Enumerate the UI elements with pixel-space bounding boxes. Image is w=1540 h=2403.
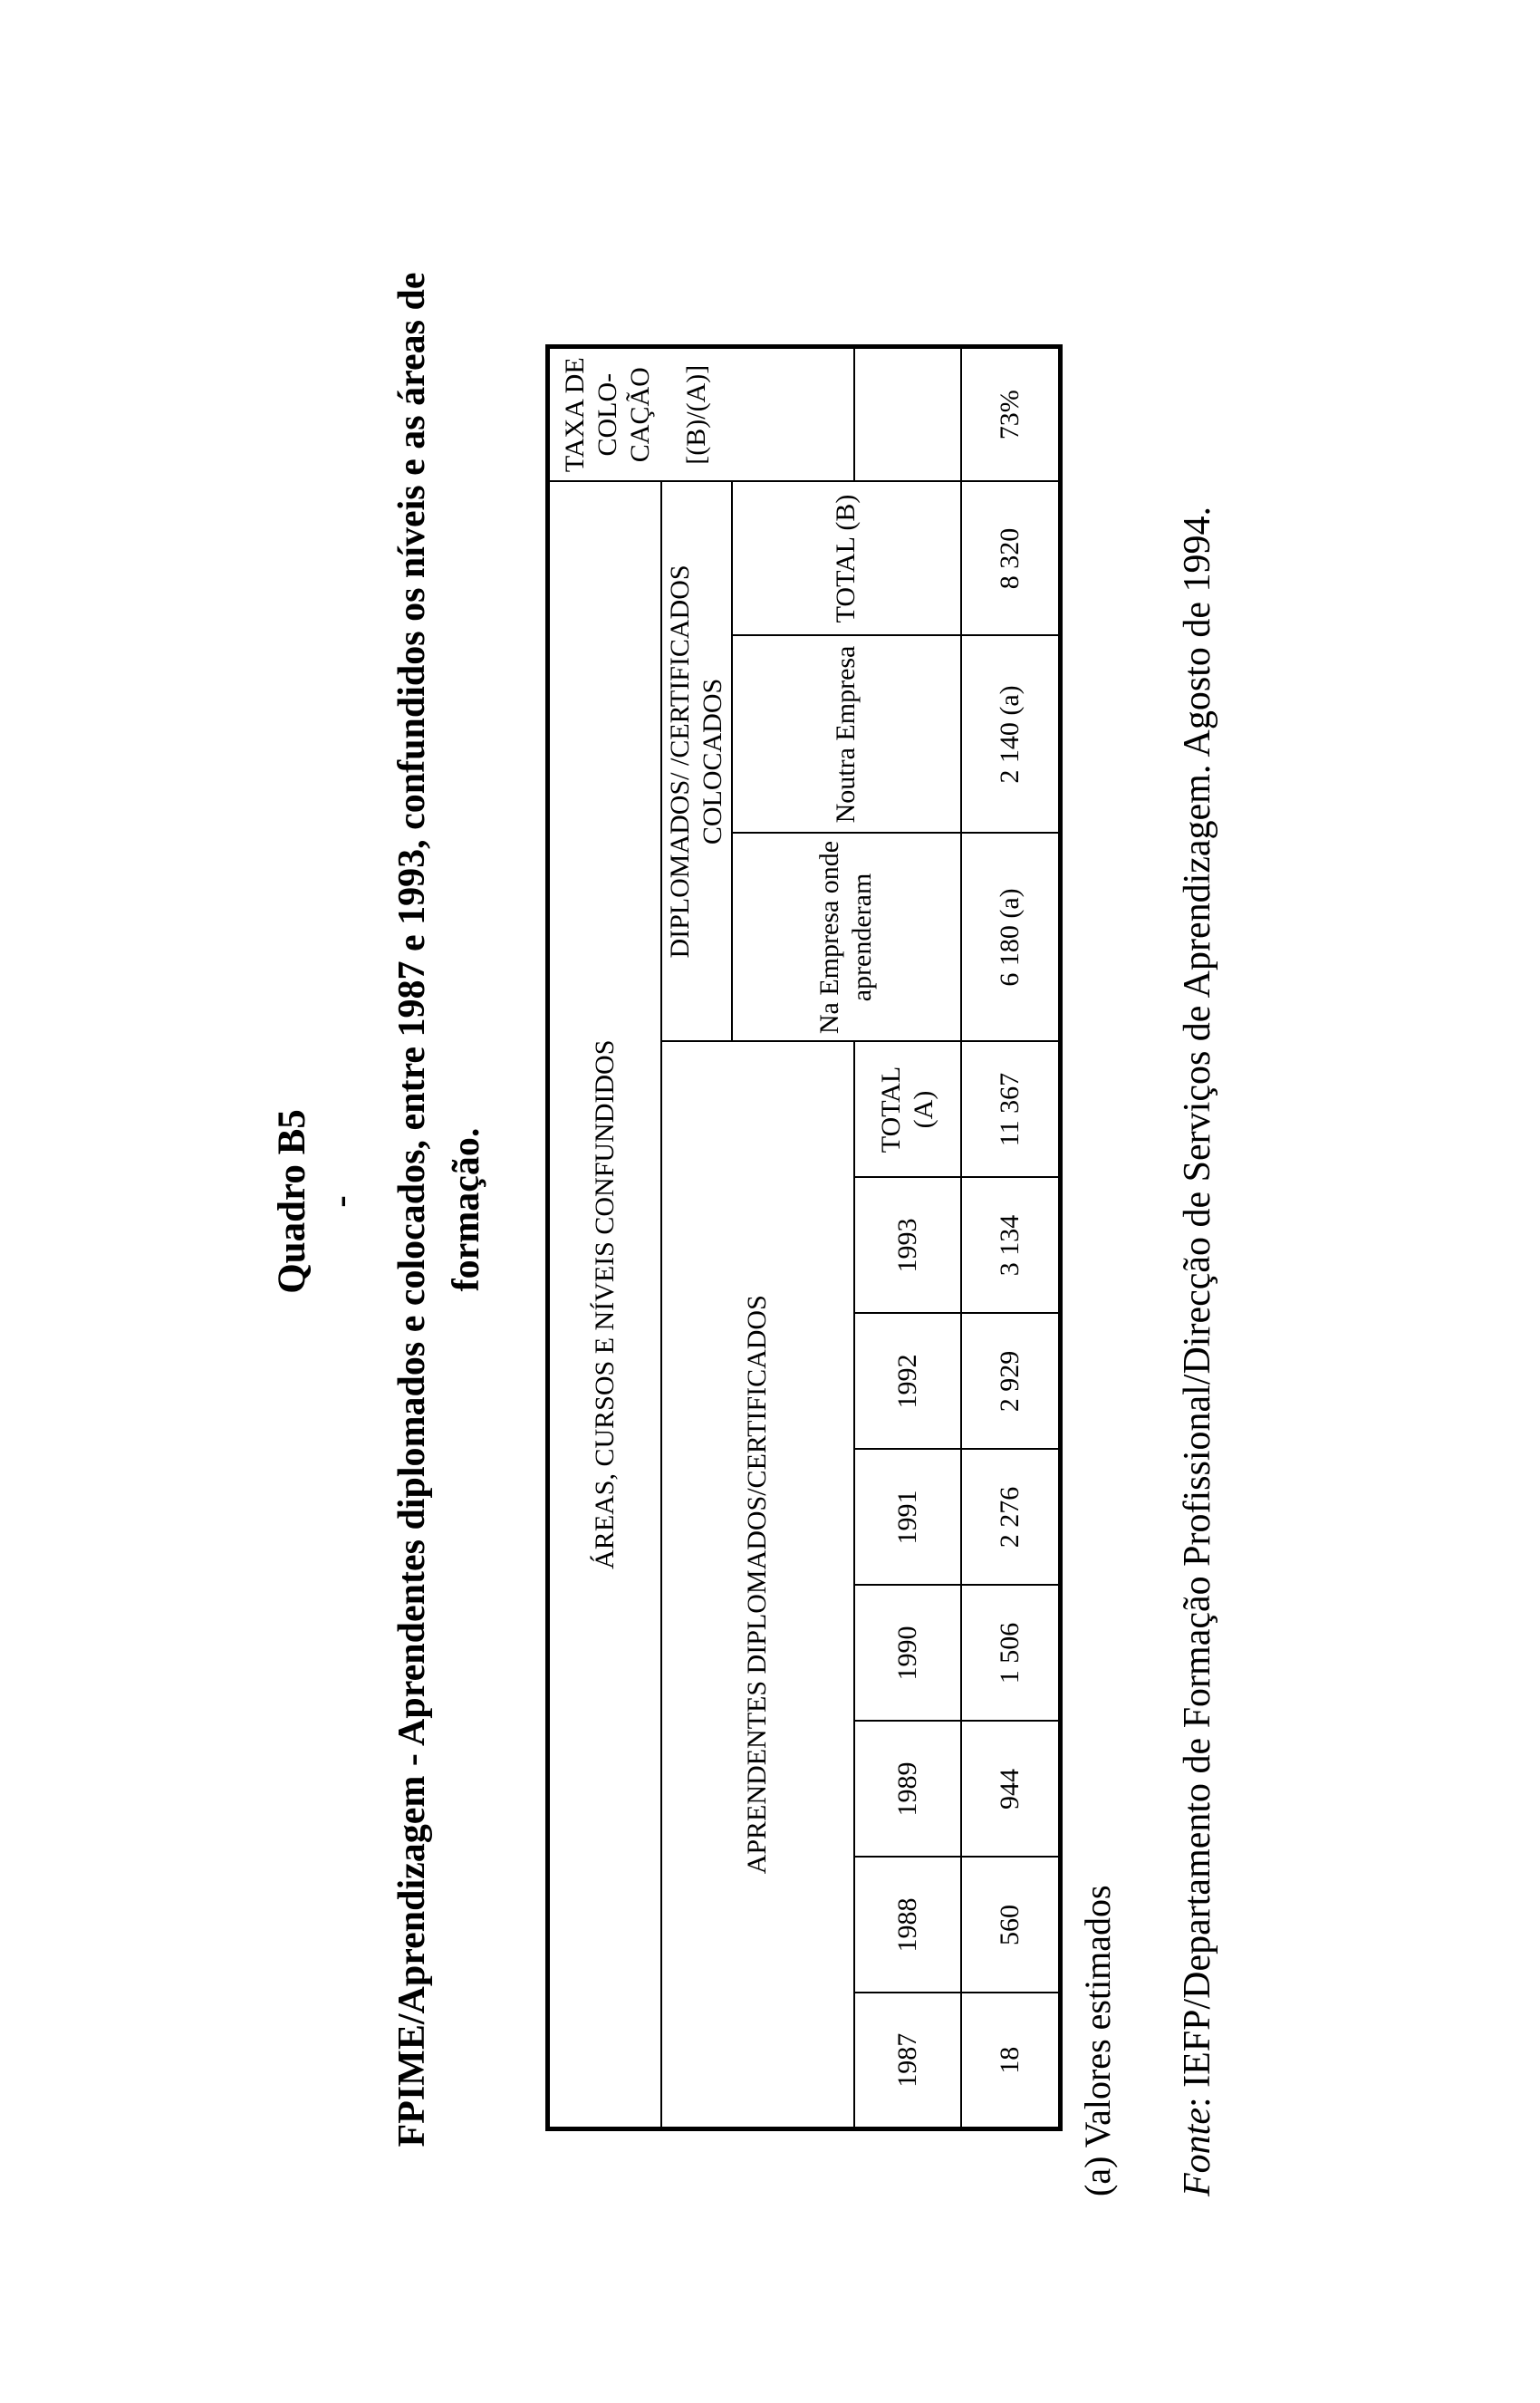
value-1993: 3 134 bbox=[960, 1177, 1061, 1314]
value-1991: 2 276 bbox=[960, 1449, 1061, 1586]
header-year-1993: 1993 bbox=[853, 1177, 961, 1314]
header-year-1988: 1988 bbox=[853, 1857, 961, 1993]
header-year-1992: 1992 bbox=[853, 1313, 961, 1450]
value-1989: 944 bbox=[960, 1721, 1061, 1858]
value-total-b: 8 320 bbox=[960, 481, 1061, 636]
placement-table: ÁREAS, CURSOS E NÍVEIS CONFUNDIDOS TAXA … bbox=[545, 343, 1063, 2131]
value-1992: 2 929 bbox=[960, 1313, 1061, 1450]
taxa-formula: [(B)/(A)] bbox=[681, 364, 711, 465]
source-text: : IEFP/Departamento de Formação Profissi… bbox=[1177, 506, 1218, 2109]
value-1988: 560 bbox=[960, 1857, 1061, 1993]
value-total-a: 11 367 bbox=[960, 1041, 1061, 1178]
footnote-estimated: (a) Valores estimados bbox=[1077, 1885, 1118, 2196]
value-noutra-empresa: 2 140 (a) bbox=[960, 635, 1061, 834]
value-1990: 1 506 bbox=[960, 1585, 1061, 1722]
table-row: 18 560 944 1 506 2 276 2 929 3 134 11 36… bbox=[960, 346, 1061, 2129]
table-heading: FPIME/Aprendizagem - Aprendentes diploma… bbox=[391, 272, 487, 2147]
title-dash: - bbox=[320, 1195, 361, 1208]
header-taxa-empty bbox=[853, 346, 961, 482]
value-taxa: 73% bbox=[960, 346, 1061, 482]
header-noutra-empresa: Noutra Empresa bbox=[731, 635, 961, 834]
source-label: Fonte bbox=[1177, 2108, 1218, 2196]
header-areas-cursos: ÁREAS, CURSOS E NÍVEIS CONFUNDIDOS bbox=[547, 481, 661, 2129]
header-year-1987: 1987 bbox=[853, 1993, 961, 2129]
quadro-title: Quadro B5 bbox=[271, 1109, 313, 1294]
source-note: Fonte: IEFP/Departamento de Formação Pro… bbox=[1170, 294, 1225, 2196]
header-year-1989: 1989 bbox=[853, 1721, 961, 1858]
value-1987: 18 bbox=[960, 1993, 1061, 2129]
value-na-empresa: 6 180 (a) bbox=[960, 833, 1061, 1042]
header-na-empresa: Na Empresa onde aprenderam bbox=[731, 833, 961, 1042]
taxa-label: TAXA DE COLO- CAÇÃO bbox=[560, 357, 655, 473]
header-total-a: TOTAL (A) bbox=[853, 1041, 961, 1178]
header-year-1991: 1991 bbox=[853, 1449, 961, 1586]
header-year-1990: 1990 bbox=[853, 1585, 961, 1722]
header-diplomados-colocados: DIPLOMADOS/ /CERTIFICADOS COLOCADOS bbox=[660, 481, 732, 1042]
header-taxa-colocacao: TAXA DE COLO- CAÇÃO [(B)/(A)] bbox=[547, 346, 854, 482]
header-aprendentes-diplomados: APRENDENTES DIPLOMADOS/CERTIFICADOS bbox=[660, 1041, 854, 2129]
header-total-b: TOTAL (B) bbox=[731, 481, 961, 636]
